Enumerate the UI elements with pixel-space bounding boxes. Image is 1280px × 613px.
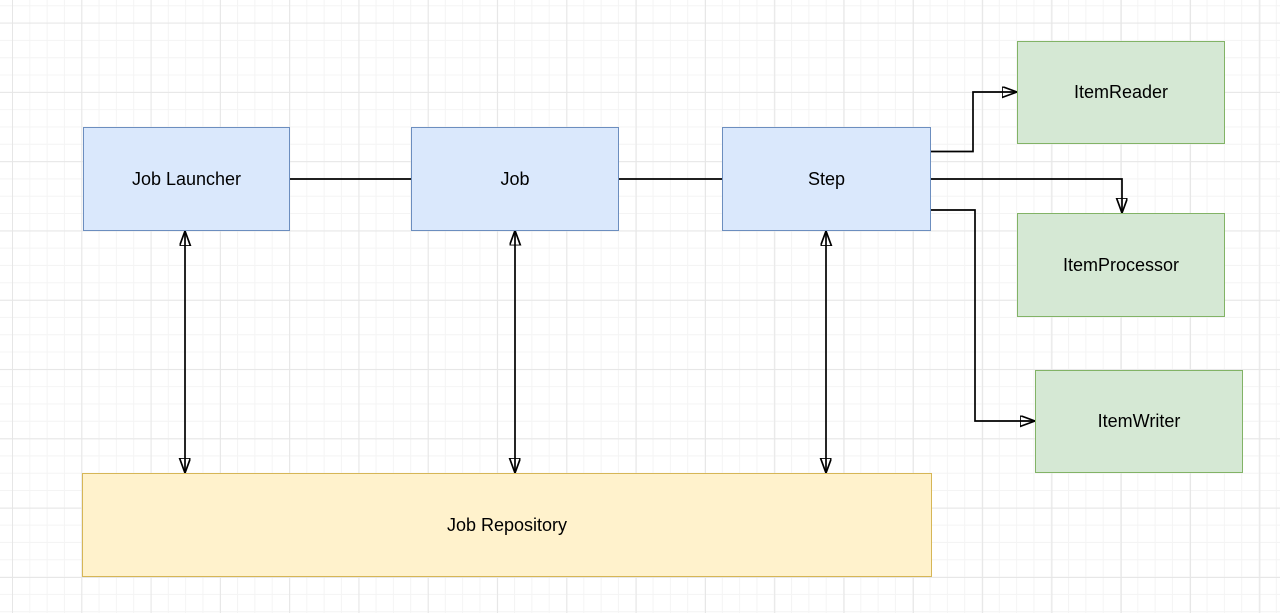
node-item-writer-label: ItemWriter bbox=[1097, 411, 1181, 431]
edge-step-to-item-reader bbox=[931, 92, 1017, 153]
edge-step-to-item-processor bbox=[931, 178, 1122, 213]
node-job[interactable]: Job bbox=[411, 127, 619, 231]
node-item-reader-label: ItemReader bbox=[1073, 82, 1169, 102]
node-item-processor[interactable]: ItemProcessor bbox=[1017, 213, 1225, 317]
node-job-repository[interactable]: Job Repository bbox=[82, 473, 932, 577]
node-item-reader[interactable]: ItemReader bbox=[1017, 41, 1225, 144]
node-job-repository-label: Job Repository bbox=[446, 514, 568, 535]
node-item-writer[interactable]: ItemWriter bbox=[1035, 370, 1243, 473]
node-job-launcher[interactable]: Job Launcher bbox=[83, 127, 290, 231]
node-job-launcher-label: Job Launcher bbox=[131, 168, 242, 189]
node-step-label: Step bbox=[807, 168, 846, 189]
node-step[interactable]: Step bbox=[722, 127, 931, 231]
node-job-label: Job bbox=[500, 168, 530, 189]
node-item-processor-label: ItemProcessor bbox=[1062, 254, 1180, 275]
